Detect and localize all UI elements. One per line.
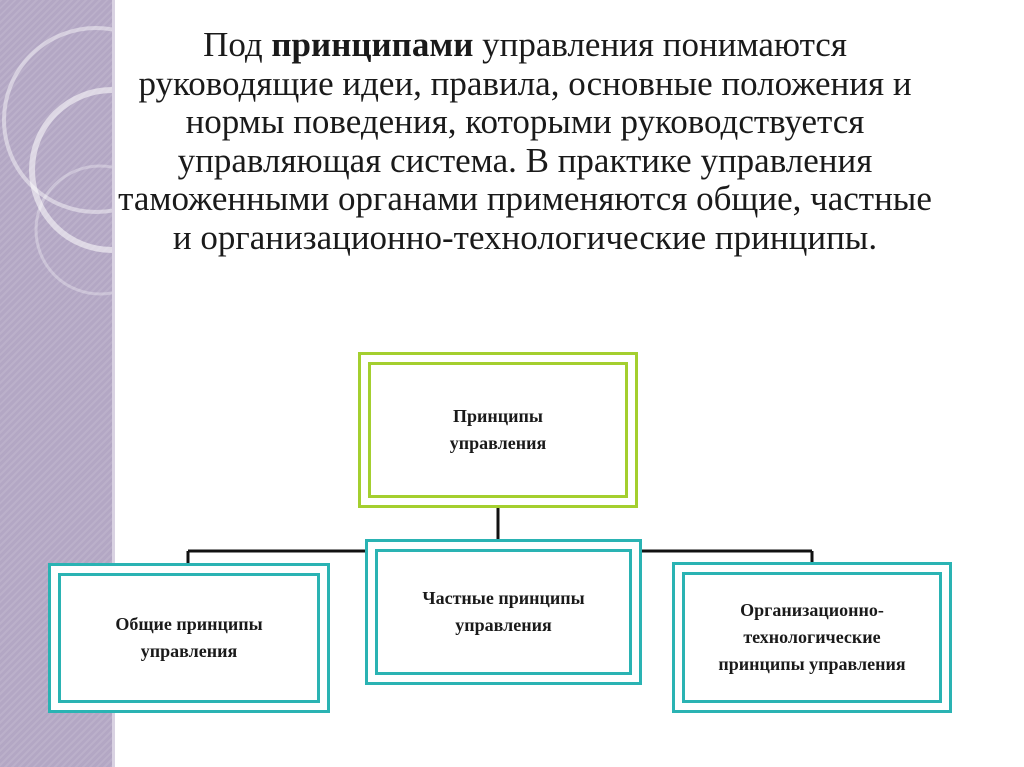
node-inner-border [682, 572, 942, 703]
side-band-edge [112, 0, 115, 767]
node-label-line: Принципы [453, 406, 543, 426]
node-particular-principles: Частные принципы управления [365, 539, 642, 685]
intro-text-rest: управления понимаются руководящие идеи, … [118, 25, 932, 257]
node-label-line: технологические [743, 627, 881, 647]
node-label-line: Частные принципы [422, 588, 585, 608]
node-label: Общие принципы управления [105, 611, 272, 665]
node-inner-border [375, 549, 632, 675]
node-label-line: управления [455, 615, 552, 635]
node-general-principles: Общие принципы управления [48, 563, 330, 713]
node-inner-border [58, 573, 320, 703]
node-principles-of-management: Принципы управления [358, 352, 638, 508]
node-inner-border [368, 362, 628, 498]
node-organizational-technological-principles: Организационно- технологические принципы… [672, 562, 952, 713]
intro-paragraph: Под принципами управления понимаются рук… [110, 25, 940, 257]
intro-emphasis: принципами [271, 25, 474, 64]
node-label-line: управления [140, 641, 238, 661]
node-label-line: управления [449, 433, 547, 453]
decorative-side-band [0, 0, 112, 767]
node-label-line: принципы управления [718, 654, 906, 674]
node-label-line: Организационно- [740, 600, 884, 620]
side-band-rings [2, 26, 112, 296]
node-label-line: Общие принципы [115, 614, 263, 634]
node-label: Организационно- технологические принципы… [708, 597, 915, 678]
node-label: Принципы управления [440, 403, 556, 457]
node-label: Частные принципы управления [412, 585, 594, 639]
intro-text-start: Под [203, 25, 272, 64]
